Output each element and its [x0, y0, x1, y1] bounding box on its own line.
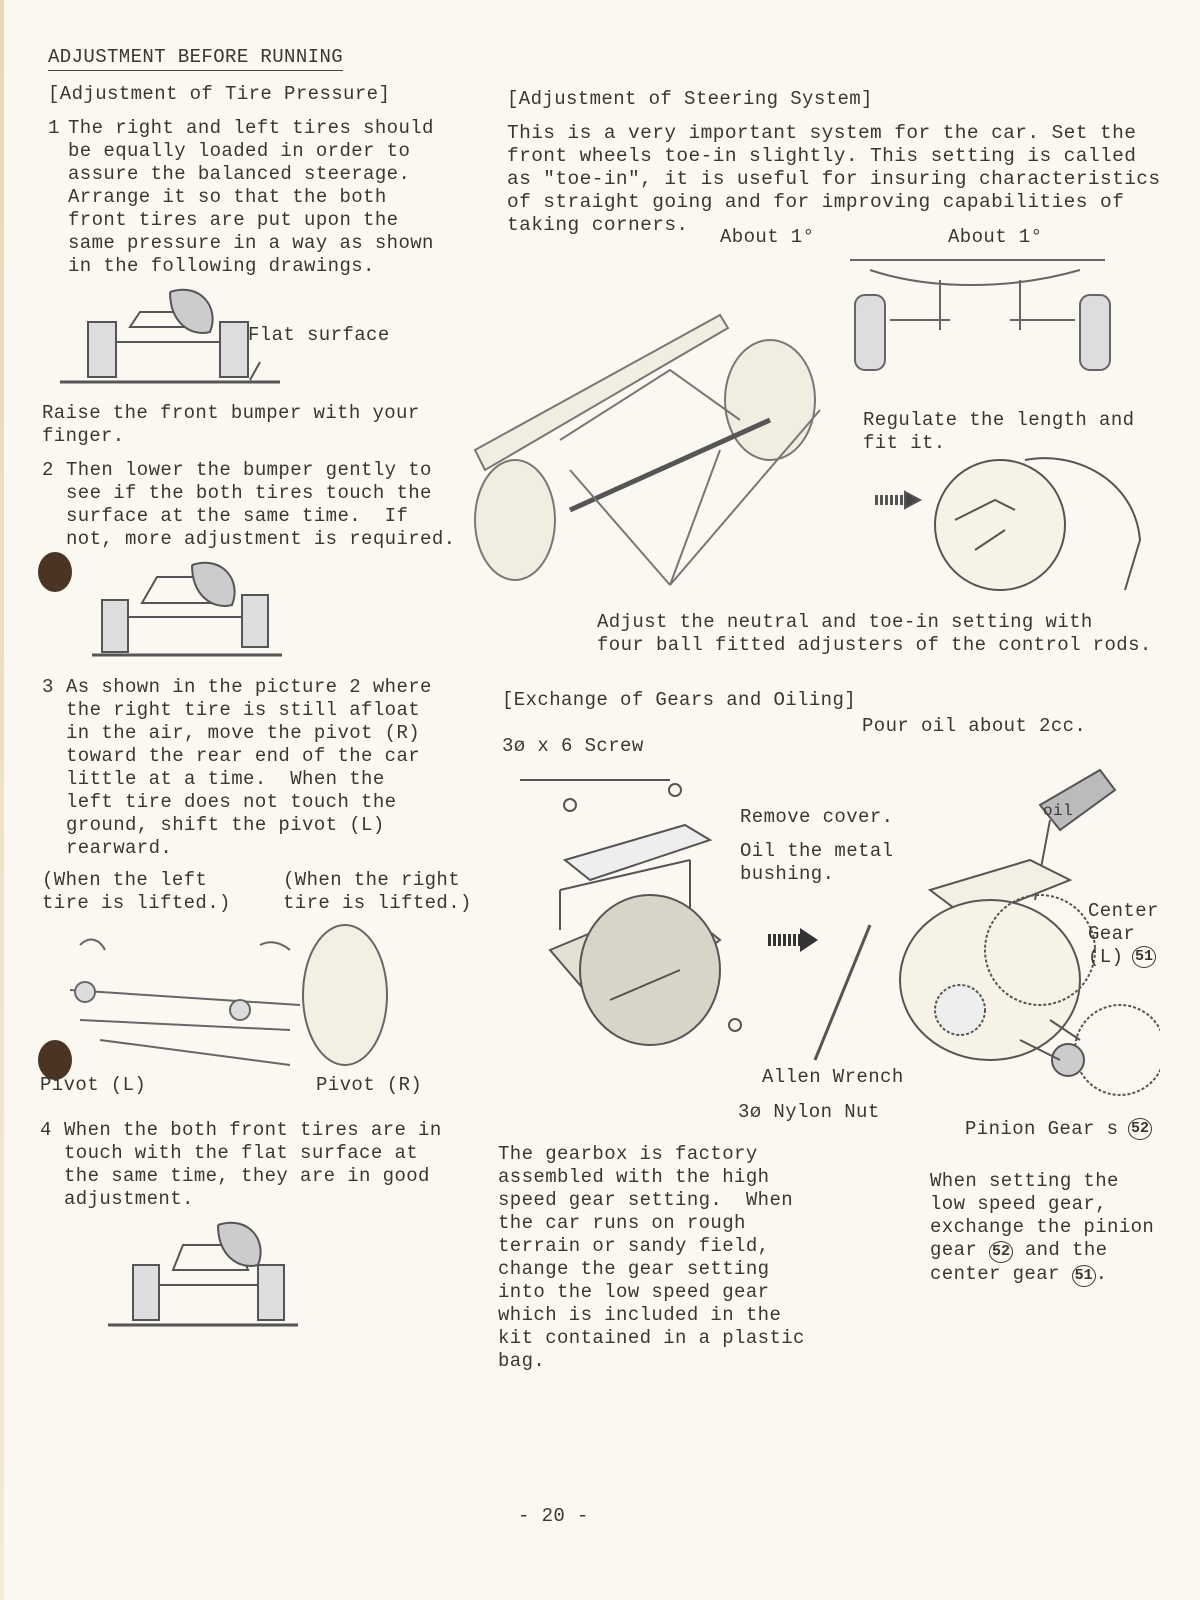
about-1-degree-right: About 1° — [948, 226, 1043, 248]
gears-heading: [Exchange of Gears and Oiling] — [502, 689, 857, 711]
step3-text: As shown in the picture 2 where the righ… — [66, 676, 432, 859]
toe-in-front-view-figure — [830, 240, 1120, 390]
gearbox-text: The gearbox is factory assembled with th… — [498, 1143, 805, 1372]
part-number-51: 51 — [1071, 1265, 1096, 1287]
note-text: . — [1095, 1263, 1108, 1285]
left-lifted-caption: (When the left tire is lifted.) — [42, 869, 231, 914]
steering-linkage-figure — [470, 310, 840, 590]
step-number: 2 — [42, 459, 54, 481]
about-1-degree-left: About 1° — [720, 226, 815, 248]
binder-hole — [38, 552, 72, 592]
pivot-adjustment-figure — [60, 920, 400, 1070]
step-number: 3 — [42, 676, 54, 698]
note-text: and the center gear — [930, 1239, 1108, 1285]
adjuster-closeup-figure — [875, 440, 1160, 595]
gear-exchange-figure — [800, 760, 1166, 1100]
car-on-flat-surface-figure-2 — [92, 555, 282, 660]
binder-hole — [38, 1040, 72, 1080]
car-on-flat-surface-figure-1 — [60, 282, 280, 387]
pivot-r-label: Pivot (R) — [316, 1074, 423, 1096]
flat-surface-label: Flat surface — [248, 324, 390, 346]
nylon-nut-label: 3ø Nylon Nut — [738, 1101, 880, 1123]
step-number: 4 — [40, 1119, 52, 1141]
tire-heading: [Adjustment of Tire Pressure] — [48, 83, 391, 105]
oil-bottle-label: oil — [1043, 802, 1074, 820]
steering-text: This is a very important system for the … — [507, 122, 1161, 236]
remove-cover-label: Remove cover. — [740, 806, 894, 828]
car-on-flat-surface-figure-3 — [108, 1210, 298, 1330]
oil-bushing-label: Oil the metal bushing. — [740, 840, 894, 885]
right-lifted-caption: (When the right tire is lifted.) — [283, 869, 472, 914]
raise-bumper-text: Raise the front bumper with your finger. — [42, 402, 420, 447]
step-number: 1 — [48, 117, 60, 139]
step1-text: The right and left tires should be equal… — [68, 117, 434, 277]
center-gear-label: Center Gear (L) — [1088, 900, 1159, 968]
regulate-label: Regulate the length and fit it. — [863, 409, 1135, 454]
part-number-51: 51 — [1132, 946, 1156, 968]
screw-label: 3ø x 6 Screw — [502, 735, 644, 757]
adjust-caption: Adjust the neutral and toe-in setting wi… — [597, 611, 1152, 656]
low-speed-note: When setting the low speed gear, exchang… — [930, 1170, 1170, 1287]
pivot-l-label: Pivot (L) — [40, 1074, 147, 1096]
scan-edge — [0, 0, 4, 1600]
gearbox-cover-removal-figure — [490, 770, 790, 1060]
pinion-gears-label: Pinion Gear s — [965, 1118, 1119, 1140]
part-number-52: 52 — [1128, 1118, 1152, 1140]
step2-text: Then lower the bumper gently to see if t… — [66, 459, 456, 550]
allen-wrench-label: Allen Wrench — [762, 1066, 904, 1088]
pour-oil-label: Pour oil about 2cc. — [862, 715, 1087, 737]
arrow-icon — [768, 928, 818, 952]
section-title: ADJUSTMENT BEFORE RUNNING — [48, 46, 344, 71]
note-text: When setting the low speed gear, exchang… — [930, 1170, 1155, 1261]
page-number: - 20 - — [518, 1505, 589, 1527]
part-number-52: 52 — [989, 1241, 1014, 1263]
step4-text: When the both front tires are in touch w… — [64, 1119, 442, 1210]
steering-heading: [Adjustment of Steering System] — [507, 88, 873, 110]
